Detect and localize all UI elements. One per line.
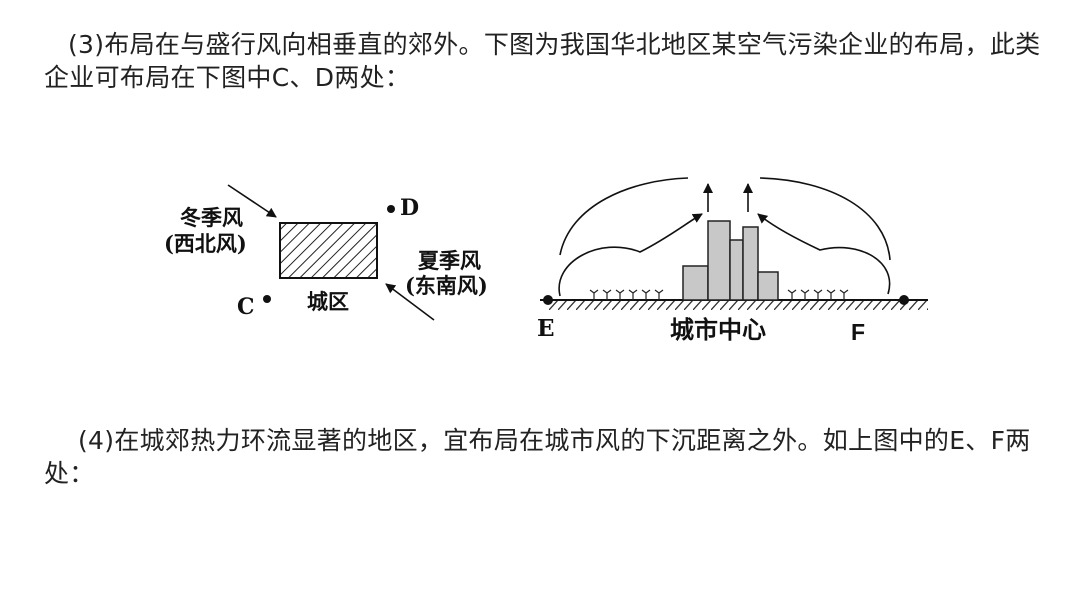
point-d-dot (387, 205, 395, 213)
point-d-label: D (400, 195, 419, 221)
point-e-dot (543, 295, 553, 305)
point-c-dot (263, 295, 271, 303)
city-area (279, 222, 378, 279)
left-diagram: 冬季风 (西北风) 夏季风 (东南风) 城区 C D (164, 184, 488, 321)
circulation-left-top (559, 177, 689, 256)
city-buildings (682, 220, 779, 301)
point-f-label: F (851, 319, 865, 345)
paragraph-3: (3)布局在与盛行风向相垂直的郊外。下图为我国华北地区某空气污染企业的布局，此类… (44, 30, 1041, 92)
winter-wind-direction: (西北风) (164, 231, 247, 256)
winter-wind-label: 冬季风 (180, 205, 243, 230)
point-c-label: C (237, 294, 255, 320)
right-diagram: E F 城市中心 (537, 177, 928, 345)
summer-wind-arrow (385, 283, 435, 321)
city-center-label: 城市中心 (670, 315, 766, 344)
circulation-right-top (759, 177, 891, 261)
summer-wind-direction: (东南风) (405, 273, 488, 298)
trees-left (589, 289, 664, 300)
point-e-label: E (537, 315, 555, 342)
paragraph-4: (4)在城郊热力环流显著的地区，宜布局在城市风的下沉距离之外。如上图中的E、F两… (44, 426, 1031, 488)
summer-wind-label: 夏季风 (418, 248, 481, 273)
ground-hatching (548, 300, 928, 310)
trees-right (787, 289, 849, 300)
winter-wind-arrow (227, 184, 277, 218)
circulation-left-rising (558, 213, 703, 297)
circulation-right-rising (757, 213, 891, 295)
city-label: 城区 (307, 289, 349, 314)
point-f-dot (899, 295, 909, 305)
